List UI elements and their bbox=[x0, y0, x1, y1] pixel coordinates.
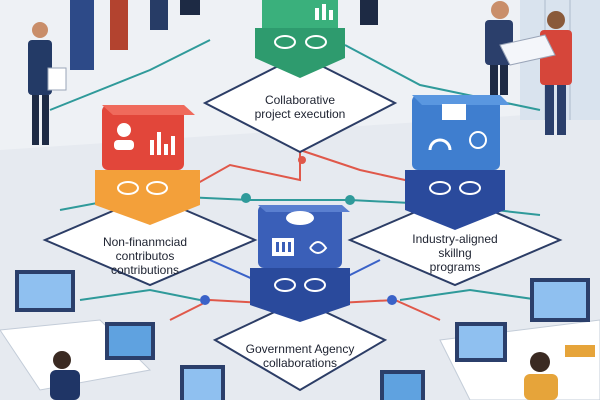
node-left-label-line: contributos bbox=[115, 249, 175, 263]
person-body bbox=[180, 0, 200, 15]
node-right-ring-icon bbox=[459, 181, 481, 195]
node-bottom-ring-icon bbox=[304, 278, 326, 292]
folder bbox=[565, 345, 595, 357]
monitor-screen bbox=[534, 282, 586, 318]
node-top-cube bbox=[262, 0, 338, 28]
node-right-platform bbox=[347, 193, 563, 287]
person-leg bbox=[490, 65, 498, 95]
node-bottom-platform bbox=[212, 298, 388, 392]
connector-dot bbox=[298, 156, 306, 164]
node-top bbox=[202, 0, 398, 154]
node-top-label-line: project execution bbox=[254, 107, 346, 121]
node-bottom-cube-base bbox=[250, 268, 350, 322]
monitor-screen bbox=[109, 326, 151, 356]
handshake-icon bbox=[309, 241, 328, 254]
person-icon-body bbox=[114, 140, 134, 150]
monitor-screen bbox=[19, 274, 71, 308]
person-leg bbox=[557, 85, 566, 135]
person-leg bbox=[500, 65, 508, 95]
gear-icon bbox=[469, 131, 487, 149]
building-icon bbox=[272, 238, 294, 256]
node-bottom bbox=[212, 205, 388, 392]
node-right bbox=[347, 95, 563, 287]
node-top-label-line: Collaborative bbox=[264, 93, 336, 107]
people-top-right bbox=[360, 0, 572, 135]
monitor-screen bbox=[184, 369, 221, 400]
node-top-label: Collaborative project execution bbox=[230, 93, 370, 121]
people-top-left bbox=[28, 0, 200, 145]
person-icon bbox=[117, 123, 131, 137]
node-left-platform bbox=[42, 193, 258, 287]
connector-line bbox=[399, 288, 541, 301]
person-leg bbox=[32, 95, 39, 145]
person-suit bbox=[28, 40, 52, 95]
person-head bbox=[32, 22, 48, 38]
connector-line bbox=[49, 39, 211, 111]
person-body bbox=[150, 0, 168, 30]
connector-line bbox=[79, 288, 201, 301]
node-left bbox=[42, 105, 258, 287]
node-right-ring-icon bbox=[429, 181, 451, 195]
connector-dot bbox=[200, 295, 210, 305]
node-left-cube bbox=[102, 105, 184, 170]
connector-dot bbox=[345, 195, 355, 205]
connector-dot bbox=[387, 295, 397, 305]
monitor-screen bbox=[384, 374, 421, 400]
person-body bbox=[524, 374, 558, 400]
document-sheet bbox=[499, 34, 556, 66]
person-head bbox=[53, 351, 71, 369]
node-left-ring-icon bbox=[117, 181, 139, 195]
person-leg bbox=[545, 85, 554, 135]
person-head bbox=[491, 1, 509, 19]
clipboard bbox=[47, 67, 67, 91]
connector-dots bbox=[200, 156, 397, 305]
node-left-label-line: contributions bbox=[110, 263, 180, 277]
person-leg bbox=[42, 95, 49, 145]
person-body bbox=[50, 370, 80, 400]
monitor-screen bbox=[459, 326, 503, 358]
person-body bbox=[110, 0, 128, 50]
node-top-cube-base bbox=[255, 28, 345, 78]
workstation-left bbox=[0, 270, 225, 400]
connector-dot bbox=[241, 193, 251, 203]
node-right-label: Industry-aligned skillng programs bbox=[385, 232, 525, 274]
node-left-label-line: Non-finanmciad bbox=[102, 235, 188, 249]
person-body bbox=[70, 0, 94, 70]
node-bottom-ring-icon bbox=[274, 278, 296, 292]
node-bottom-cube-top bbox=[258, 205, 350, 212]
node-top-platform bbox=[202, 53, 398, 154]
node-left-label: Non-finanmciad contributos contributions bbox=[70, 235, 220, 277]
node-left-cube-top bbox=[102, 105, 195, 115]
node-top-ring-icon bbox=[274, 35, 296, 49]
node-right-label-line: Industry-aligned bbox=[412, 232, 498, 246]
node-bottom-label-line: Government Agency bbox=[245, 342, 355, 356]
person-body bbox=[360, 0, 378, 25]
workstation-right bbox=[380, 278, 600, 400]
cloud-icon bbox=[286, 211, 314, 225]
node-top-ring-icon bbox=[305, 35, 327, 49]
bar-chart-icon bbox=[315, 4, 333, 20]
node-right-label-line: programs bbox=[429, 260, 481, 274]
node-bottom-label: Government Agency collaborations bbox=[225, 342, 375, 370]
node-bottom-label-line: collaborations bbox=[262, 356, 338, 370]
person-head bbox=[530, 352, 550, 372]
node-right-label-line: skillng bbox=[438, 246, 472, 260]
document-icon bbox=[442, 104, 466, 120]
person-head bbox=[547, 11, 565, 29]
node-right-cube-top bbox=[412, 95, 510, 105]
node-right-cube bbox=[412, 95, 500, 170]
node-left-ring-icon bbox=[146, 181, 168, 195]
person-icon bbox=[428, 138, 452, 151]
bar-chart-icon bbox=[150, 132, 175, 155]
